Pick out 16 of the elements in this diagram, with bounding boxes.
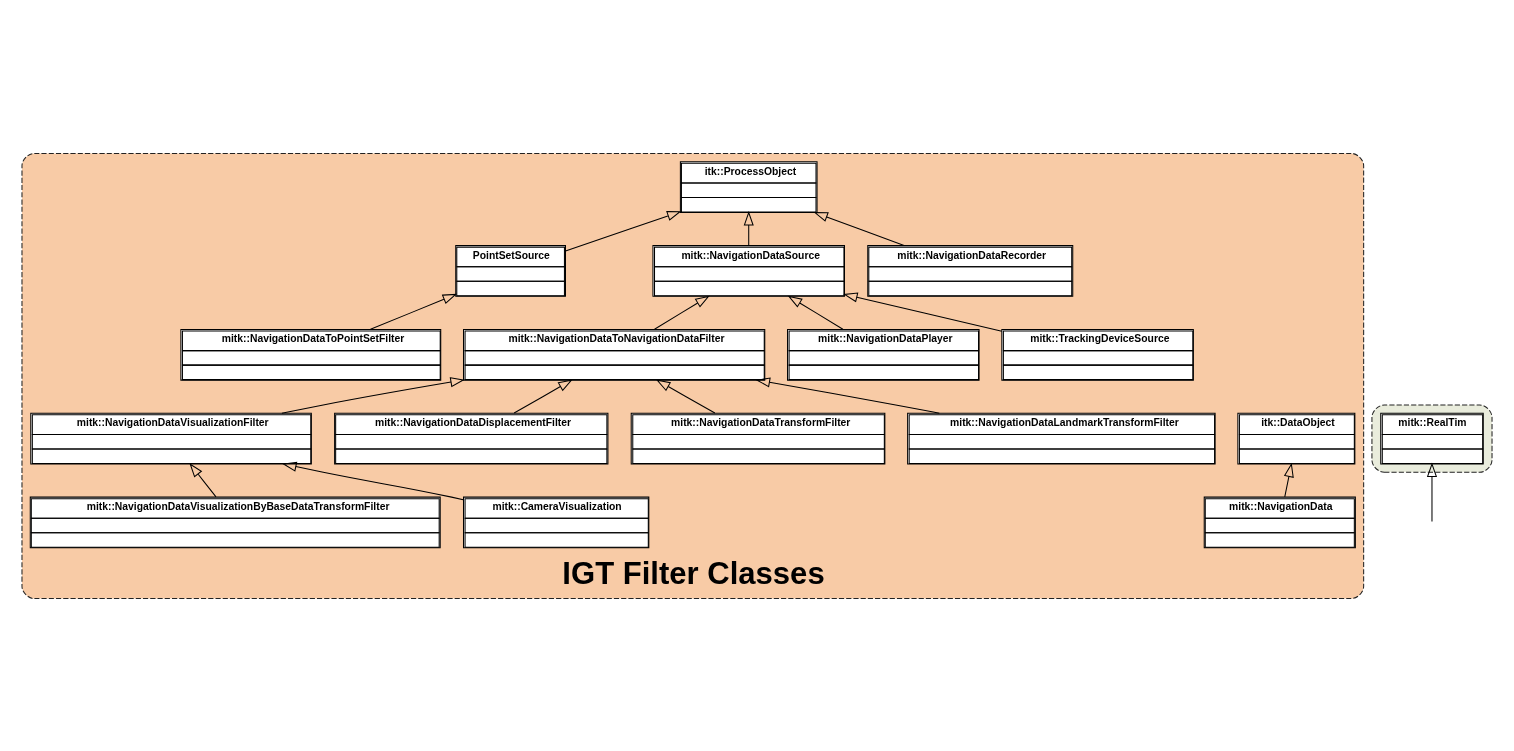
cluster xyxy=(1371,403,1493,473)
arrow xyxy=(282,461,464,500)
arrow xyxy=(843,291,1003,332)
arrow xyxy=(1426,461,1438,522)
arrow xyxy=(813,211,905,246)
arrow xyxy=(743,210,754,246)
arrow xyxy=(654,295,710,330)
arrow xyxy=(787,295,844,330)
arrow xyxy=(513,379,573,414)
arrow xyxy=(281,376,465,414)
arrow xyxy=(755,376,940,414)
arrow xyxy=(655,379,716,414)
arrow xyxy=(369,293,458,330)
arrow xyxy=(1283,462,1294,497)
arrow xyxy=(189,462,217,497)
arrow xyxy=(565,210,682,252)
